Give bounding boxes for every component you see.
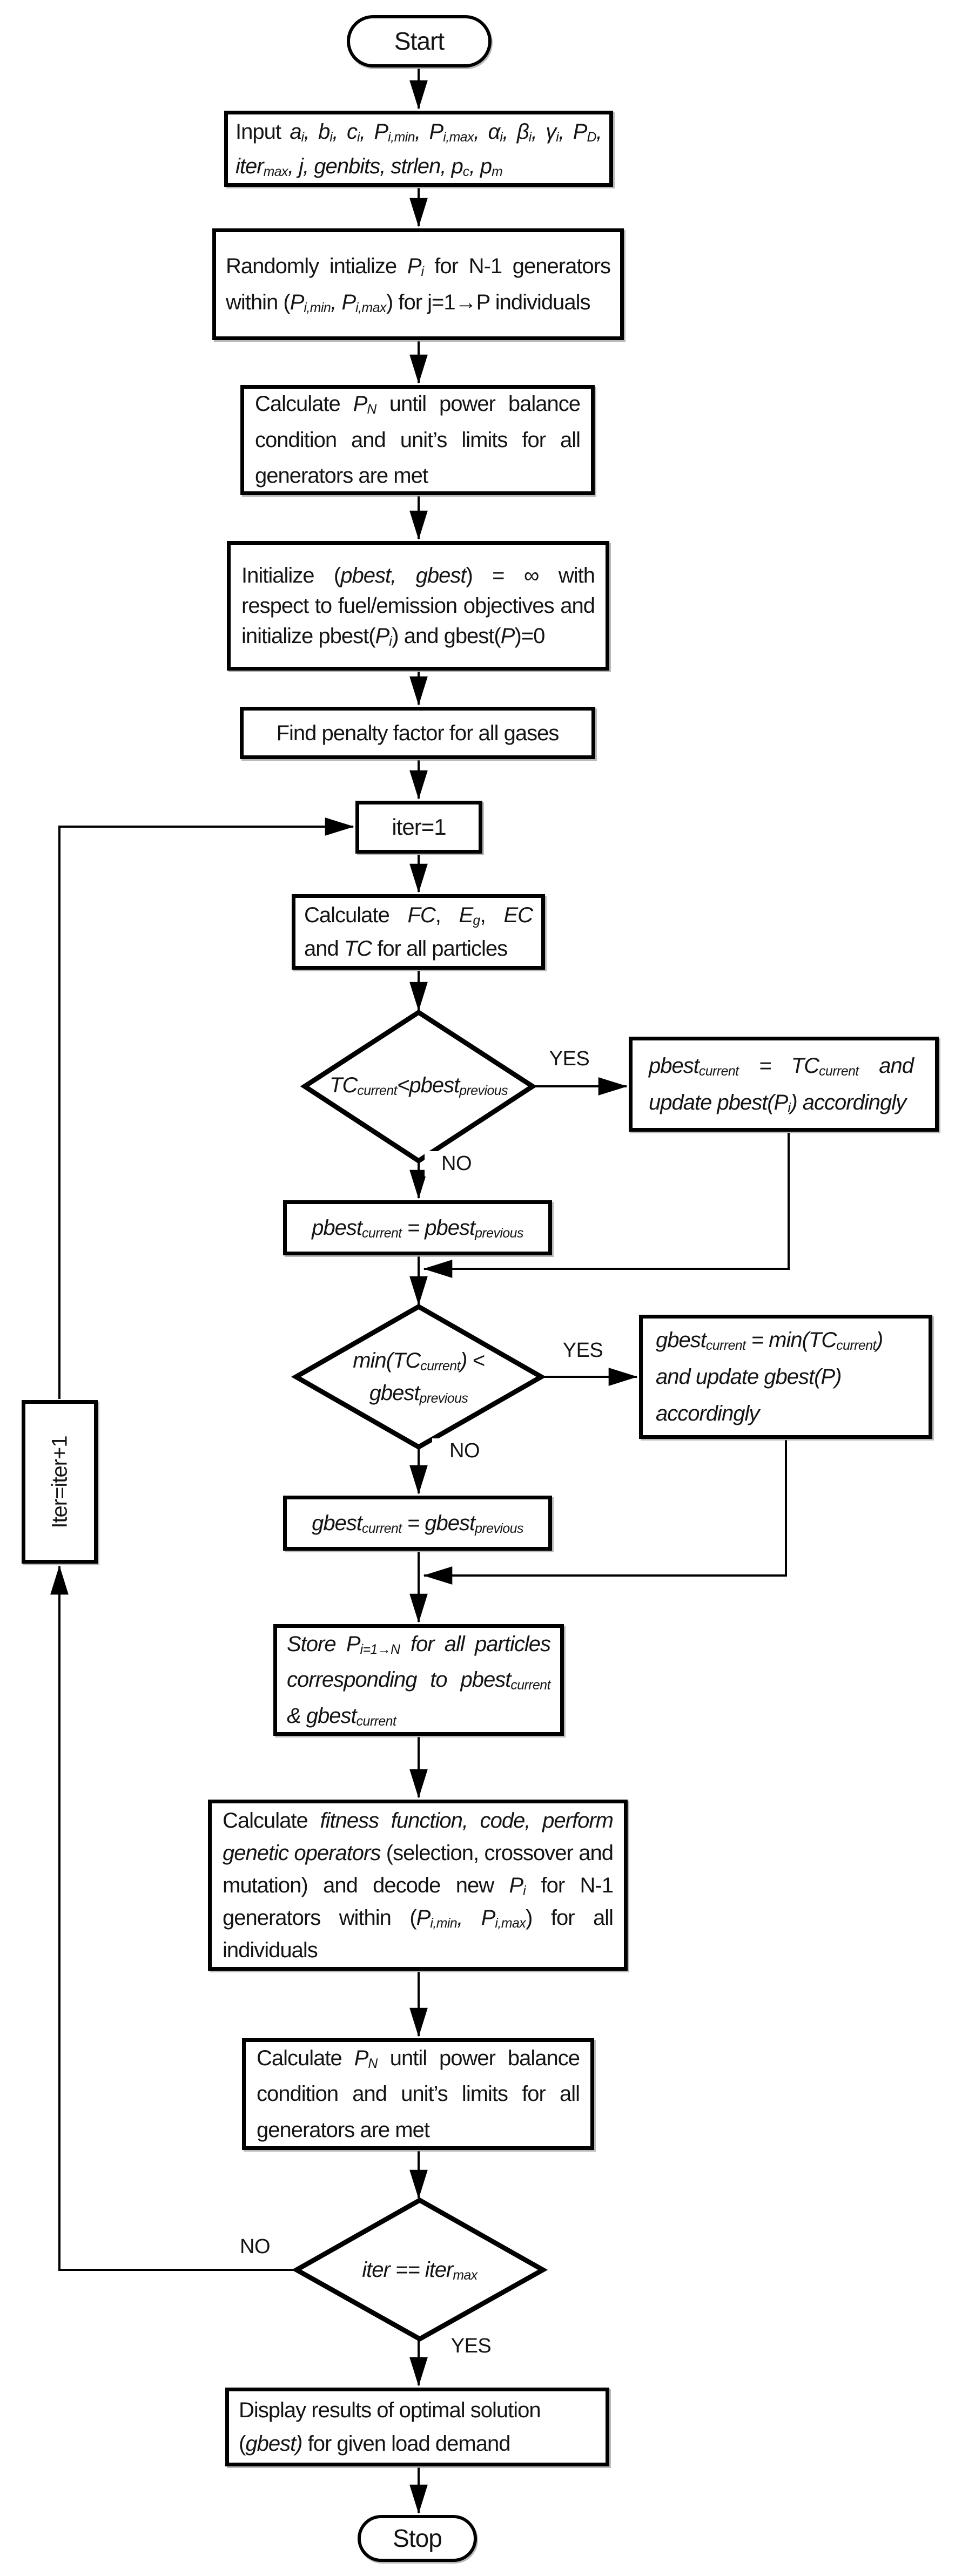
- display-results-box: Display results of optimal solution (gbe…: [225, 2388, 609, 2466]
- branch-label-no-3: NO: [219, 2234, 291, 2260]
- store-particles-text: Store Pi=1→N for all particles correspon…: [287, 1632, 551, 1729]
- branch-label-no-1: NO: [425, 1151, 488, 1177]
- calculate-pn-box-1: Calculate PN until power balance conditi…: [240, 385, 595, 495]
- calculate-pn-box-2: Calculate PN until power balance conditi…: [242, 2038, 594, 2150]
- genetic-operators-box: Calculate fitness function, code, perfor…: [208, 1800, 628, 1971]
- pbest-keep-box: pbestcurrent = pbestprevious: [283, 1200, 552, 1255]
- calculate-pn-text-1: Calculate PN until power balance conditi…: [255, 392, 581, 488]
- start-terminator: Start: [347, 15, 492, 67]
- branch-label-yes-1: YES: [532, 1046, 607, 1072]
- pbest-update-text: pbestcurrent = TCcurrent and update pbes…: [649, 1054, 914, 1115]
- penalty-factor-text: Find penalty factor for all gases: [276, 721, 560, 745]
- gbest-update-text: gbestcurrent = min(TCcurrent) and update…: [656, 1328, 883, 1425]
- penalty-factor-box: Find penalty factor for all gases: [240, 707, 595, 759]
- gbest-keep-text: gbestcurrent = gbestprevious: [312, 1511, 523, 1536]
- pbest-keep-text: pbestcurrent = pbestprevious: [312, 1216, 523, 1241]
- display-results-text: Display results of optimal solution (gbe…: [239, 2398, 541, 2456]
- genetic-operators-text: Calculate fitness function, code, perfor…: [223, 1808, 614, 1962]
- random-initialize-box: Randomly intialize Pi for N-1 generators…: [212, 228, 624, 340]
- connector-decision3-no-loop: [50, 1565, 295, 2271]
- calculate-pn-text-2: Calculate PN until power balance conditi…: [257, 2046, 580, 2142]
- calculate-costs-text: Calculate FC, Eg, EC and TC for all part…: [304, 903, 533, 961]
- decision-tc-pbest-text: TCcurrent <pbestprevious: [329, 1073, 508, 1098]
- initialize-pbest-gbest-text: Initialize (pbest, gbest) = ∞ with respe…: [241, 563, 595, 649]
- iter-increment-text: Iter=iter+1: [48, 1435, 72, 1529]
- initialize-pbest-gbest-box: Initialize (pbest, gbest) = ∞ with respe…: [227, 541, 609, 671]
- decision-min-tc-gbest-text: min(TCcurrent) <gbestprevious: [353, 1349, 485, 1406]
- iter-init-box: iter=1: [355, 801, 482, 854]
- branch-label-yes-2: YES: [546, 1338, 620, 1363]
- start-label: Start: [394, 26, 445, 55]
- pbest-update-box: pbestcurrent = TCcurrent and update pbes…: [629, 1037, 939, 1132]
- connector-loop-iter1: [58, 817, 354, 1399]
- input-parameters-text: Input ai, bi, ci, Pi,min, Pi,max, αi, βi…: [236, 119, 602, 179]
- decision-min-tc-gbest-shape: [291, 1303, 547, 1450]
- iter-increment-box: Iter=iter+1: [22, 1400, 98, 1564]
- connector-pbestupdate-merge: [423, 1133, 790, 1278]
- calculate-costs-box: Calculate FC, Eg, EC and TC for all part…: [292, 894, 545, 970]
- branch-label-no-2: NO: [432, 1438, 497, 1464]
- connector-gbestupdate-merge: [423, 1440, 787, 1585]
- gbest-keep-box: gbestcurrent = gbestprevious: [283, 1496, 552, 1551]
- stop-terminator: Stop: [358, 2515, 477, 2562]
- decision-iter-max-text: iter == itermax: [362, 2258, 478, 2283]
- iter-init-text: iter=1: [392, 814, 446, 840]
- gbest-update-box: gbestcurrent = min(TCcurrent) and update…: [639, 1315, 932, 1439]
- input-parameters-box: Input ai, bi, ci, Pi,min, Pi,max, αi, βi…: [224, 111, 613, 187]
- store-particles-box: Store Pi=1→N for all particles correspon…: [273, 1624, 564, 1736]
- stop-label: Stop: [393, 2524, 442, 2552]
- branch-label-yes-3: YES: [435, 2334, 507, 2359]
- random-initialize-text: Randomly intialize Pi for N-1 generators…: [226, 254, 611, 315]
- decision-tc-pbest-shape: [300, 1009, 537, 1164]
- decision-iter-max-shape: [291, 2197, 548, 2342]
